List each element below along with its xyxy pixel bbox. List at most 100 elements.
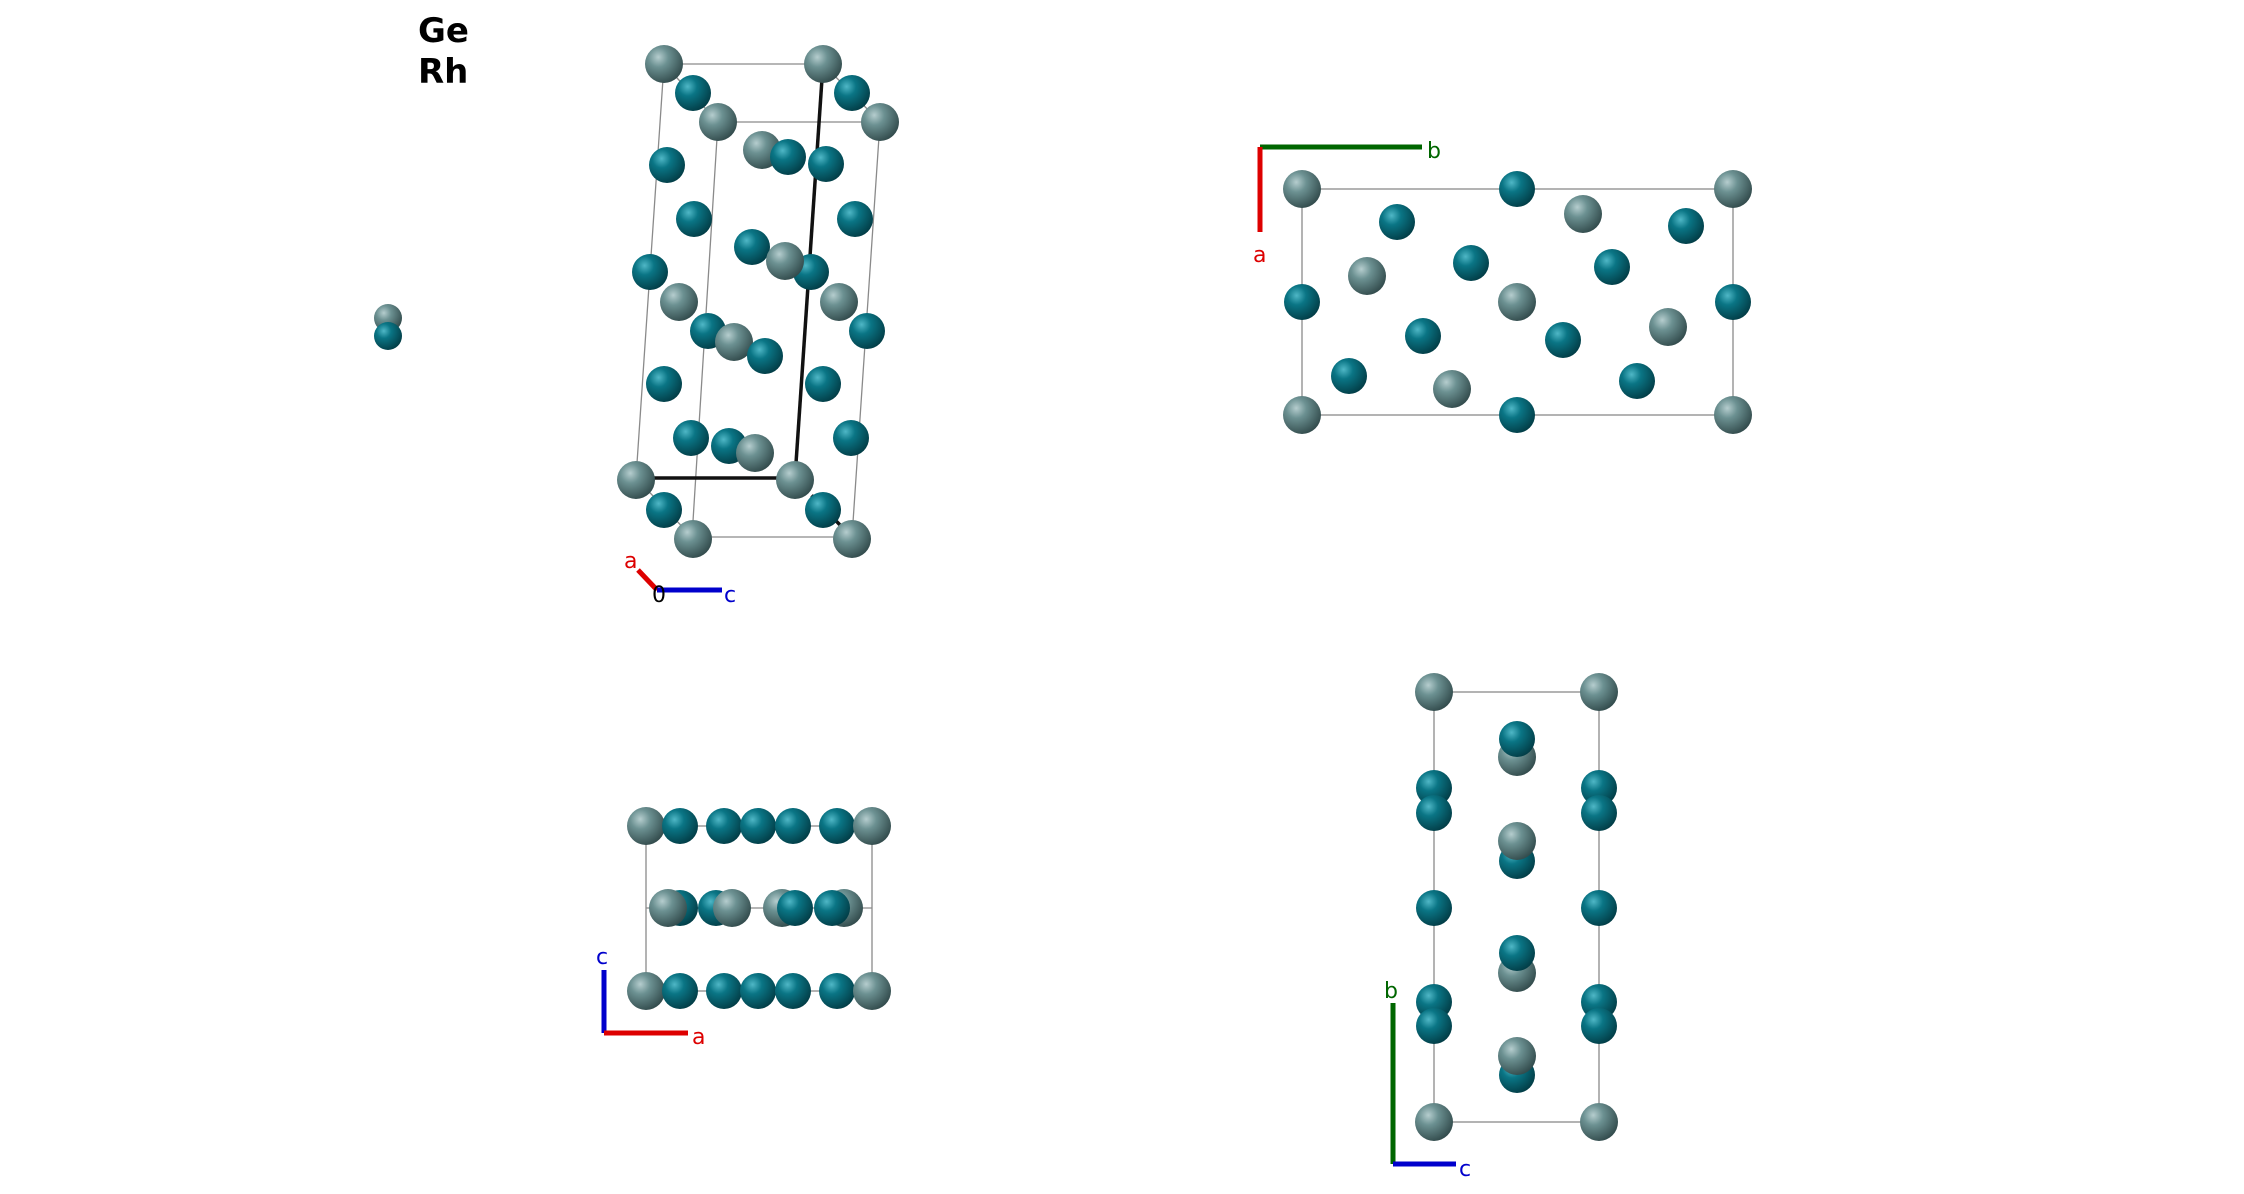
rh-atom <box>808 146 844 182</box>
axis-triad: a 0 c <box>624 549 736 608</box>
ge-atom <box>1649 308 1687 346</box>
rh-atom <box>706 973 742 1009</box>
legend: Ge Rh <box>374 11 469 350</box>
ge-atom <box>645 45 683 83</box>
rh-atom <box>1545 322 1581 358</box>
ge-atom <box>1415 1103 1453 1141</box>
rh-atom <box>814 890 850 926</box>
rh-atom <box>646 366 682 402</box>
rh-atom <box>849 313 885 349</box>
ge-atom <box>713 889 751 927</box>
rh-atom <box>1581 795 1617 831</box>
rh-atom <box>1416 1008 1452 1044</box>
ge-atom <box>1580 673 1618 711</box>
rh-atom <box>819 808 855 844</box>
view-a-b: b a <box>1253 139 1752 434</box>
axis-label-a: a <box>692 1025 705 1050</box>
rh-atom <box>673 420 709 456</box>
ge-atom <box>1498 283 1536 321</box>
ge-atom <box>699 103 737 141</box>
perspective-view: a 0 c <box>617 45 899 608</box>
rh-atom <box>1581 890 1617 926</box>
rh-atom <box>1619 363 1655 399</box>
ge-atom <box>776 461 814 499</box>
ge-atom <box>1415 673 1453 711</box>
ge-atom <box>1283 170 1321 208</box>
view-c-a: c a <box>596 807 891 1050</box>
rh-atom <box>1668 208 1704 244</box>
rh-atom <box>1715 284 1751 320</box>
ge-atom <box>1283 396 1321 434</box>
rh-atom <box>775 973 811 1009</box>
atoms <box>1283 170 1752 434</box>
rh-atom <box>1581 770 1617 806</box>
rh-atom <box>775 808 811 844</box>
ge-atom <box>617 461 655 499</box>
atoms <box>1415 673 1618 1141</box>
rh-atom <box>649 147 685 183</box>
ge-atom <box>820 283 858 321</box>
rh-atom <box>676 201 712 237</box>
rh-atom <box>1499 935 1535 971</box>
legend-rh: Rh <box>418 52 468 92</box>
rh-atom <box>632 254 668 290</box>
legend-rh-sphere <box>374 322 402 350</box>
rh-atom <box>1405 318 1441 354</box>
rh-atom <box>740 808 776 844</box>
axis-label-c: c <box>596 945 608 970</box>
axis-triad: b a <box>1253 139 1441 268</box>
rh-atom <box>1379 204 1415 240</box>
rh-atom <box>834 75 870 111</box>
rh-atom <box>1416 795 1452 831</box>
rh-atom <box>770 139 806 175</box>
ge-atom <box>1433 370 1471 408</box>
rh-atom <box>662 973 698 1009</box>
axis-label-c: c <box>1459 1157 1471 1182</box>
ge-atom <box>715 323 753 361</box>
axis-triad: c a <box>596 945 705 1050</box>
rh-atom <box>747 338 783 374</box>
ge-atom <box>1498 1037 1536 1075</box>
ge-atom <box>1714 396 1752 434</box>
rh-atom <box>1416 890 1452 926</box>
atoms <box>617 45 899 558</box>
rh-atom <box>819 973 855 1009</box>
atoms <box>627 807 891 1010</box>
rh-atom <box>675 75 711 111</box>
ge-atom <box>833 520 871 558</box>
rh-atom <box>706 808 742 844</box>
rh-atom <box>734 229 770 265</box>
axis-label-a: a <box>1253 243 1266 268</box>
rh-atom <box>1453 245 1489 281</box>
rh-atom <box>777 890 813 926</box>
rh-atom <box>833 420 869 456</box>
rh-atom <box>837 201 873 237</box>
rh-atom <box>1499 721 1535 757</box>
ge-atom <box>736 434 774 472</box>
ge-atom <box>853 807 891 845</box>
ge-atom <box>853 972 891 1010</box>
ge-atom <box>1580 1103 1618 1141</box>
axis-label-a: a <box>624 549 637 574</box>
ge-atom <box>1564 195 1602 233</box>
rh-atom <box>1581 1008 1617 1044</box>
ge-atom <box>674 520 712 558</box>
ge-atom <box>766 242 804 280</box>
rh-atom <box>1331 358 1367 394</box>
ge-atom <box>804 45 842 83</box>
rh-atom <box>805 366 841 402</box>
rh-atom <box>1594 249 1630 285</box>
ge-atom <box>649 889 687 927</box>
axis-triad: b c <box>1384 979 1471 1182</box>
rh-atom <box>662 808 698 844</box>
rh-atom <box>1284 284 1320 320</box>
ge-atom <box>660 283 698 321</box>
legend-ge: Ge <box>418 11 469 51</box>
ge-atom <box>627 807 665 845</box>
ge-atom <box>861 103 899 141</box>
rh-atom <box>740 973 776 1009</box>
axis-label-origin: 0 <box>652 583 666 608</box>
axis-label-c: c <box>724 583 736 608</box>
axis-label-b: b <box>1384 979 1398 1004</box>
